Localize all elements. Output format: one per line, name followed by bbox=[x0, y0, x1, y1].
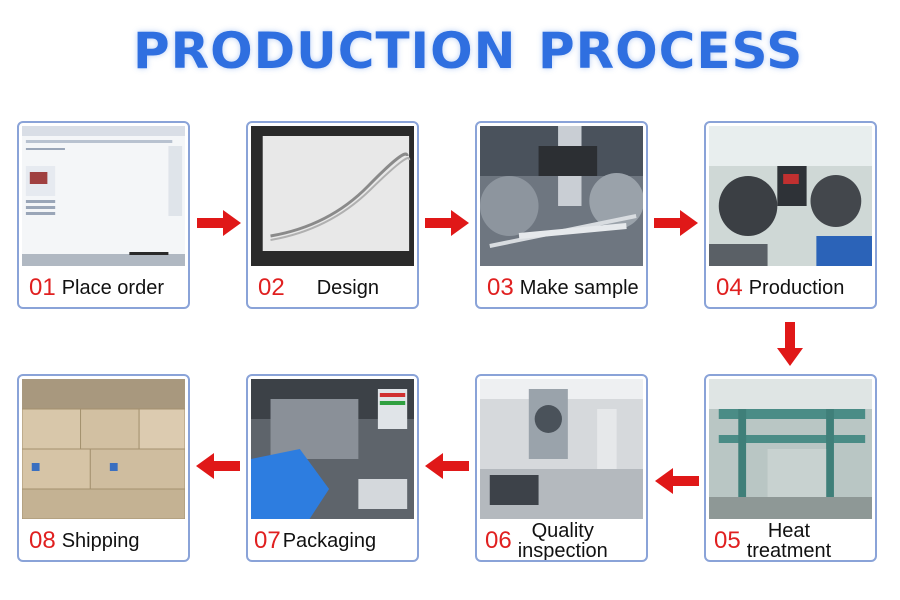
step-number: 01 bbox=[29, 273, 56, 301]
arrow-down-icon bbox=[775, 322, 805, 366]
step-caption: 05 Heat treatment bbox=[706, 521, 875, 561]
step-label-line1: Quality bbox=[531, 519, 594, 542]
step-caption: 07 Packaging bbox=[248, 521, 417, 560]
step-card-quality-inspection: 06 Quality inspection bbox=[475, 374, 648, 562]
step-caption: 01 Place order bbox=[19, 268, 188, 307]
step-number: 04 bbox=[716, 273, 743, 301]
step-card-production: 04 Production bbox=[704, 121, 877, 309]
step-caption: 04 Production bbox=[706, 268, 875, 307]
step-caption: 08 Shipping bbox=[19, 521, 188, 560]
step-label: Heat treatment bbox=[747, 521, 831, 561]
step-card-heat-treatment: 05 Heat treatment bbox=[704, 374, 877, 562]
step-number: 05 bbox=[714, 526, 741, 554]
arrow-right-icon bbox=[425, 208, 469, 238]
step-photo-shipping-boxes bbox=[22, 379, 185, 519]
step-label: Packaging bbox=[282, 529, 377, 552]
step-caption: 02 Design bbox=[248, 268, 417, 307]
step-photo-packaging-station bbox=[251, 379, 414, 519]
step-card-shipping: 08 Shipping bbox=[17, 374, 190, 562]
title-word-process: PROCESS bbox=[538, 22, 804, 80]
arrow-right-icon bbox=[197, 208, 241, 238]
step-number: 06 bbox=[485, 526, 512, 554]
arrow-left-icon bbox=[655, 466, 699, 496]
arrow-right-icon bbox=[654, 208, 698, 238]
step-number: 07 bbox=[254, 526, 281, 554]
step-photo-design-sketch bbox=[251, 126, 414, 266]
arrow-left-icon bbox=[196, 451, 240, 481]
step-caption: 06 Quality inspection bbox=[477, 521, 646, 561]
title-word-production: PRODUCTION bbox=[133, 22, 517, 80]
step-number: 03 bbox=[487, 273, 514, 301]
step-label-line1: Heat bbox=[767, 519, 811, 542]
step-label: Place order bbox=[61, 276, 164, 299]
step-label: Design bbox=[316, 276, 379, 299]
step-caption: 03 Make sample bbox=[477, 268, 646, 307]
step-card-design: 02 Design bbox=[246, 121, 419, 309]
step-number: 02 bbox=[258, 273, 285, 301]
step-label: Production bbox=[748, 276, 845, 299]
step-label: Shipping bbox=[61, 529, 140, 552]
step-photo-heat-furnace bbox=[709, 379, 872, 519]
page-title: PRODUCTION PROCESS bbox=[0, 18, 900, 88]
step-card-packaging: 07 Packaging bbox=[246, 374, 419, 562]
step-label: Quality inspection bbox=[518, 521, 608, 561]
step-photo-factory-floor bbox=[709, 126, 872, 266]
step-card-make-sample: 03 Make sample bbox=[475, 121, 648, 309]
step-label: Make sample bbox=[519, 276, 639, 299]
step-photo-computer-screen bbox=[22, 126, 185, 266]
arrow-left-icon bbox=[425, 451, 469, 481]
step-label-line2: treatment bbox=[746, 539, 832, 562]
step-label-line2: inspection bbox=[517, 539, 608, 562]
step-photo-inspection-lab bbox=[480, 379, 643, 519]
step-photo-spring-machine bbox=[480, 126, 643, 266]
step-card-place-order: 01 Place order bbox=[17, 121, 190, 309]
step-number: 08 bbox=[29, 526, 56, 554]
